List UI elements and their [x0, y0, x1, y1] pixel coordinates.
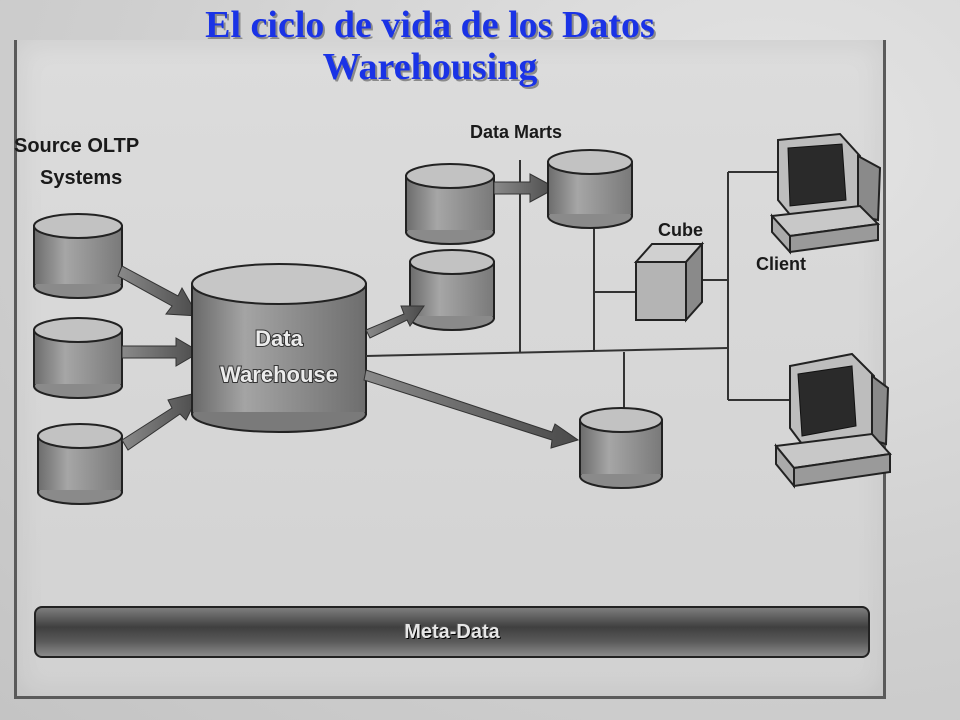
source-oltp-label-line1: Source OLTP: [14, 135, 139, 157]
data-mart-cylinder-4: [579, 407, 663, 489]
meta-data-label: Meta-Data: [404, 620, 500, 643]
data-marts-label: Data Marts: [470, 122, 562, 142]
source-to-warehouse-arrow-3: [121, 391, 201, 451]
source-database-2: [33, 317, 123, 399]
diagram-frame: [14, 40, 886, 699]
cube-label: Cube: [658, 220, 703, 240]
data-warehouse-label-line1: Data: [255, 326, 303, 351]
source-database-1: [33, 213, 123, 299]
data-mart-cylinder-3: [409, 249, 495, 331]
olap-cube: [633, 241, 705, 323]
data-mart-cylinder-2: [547, 149, 633, 229]
data-warehouse-label-line2: Warehouse: [220, 362, 338, 387]
source-to-warehouse-arrow-1: [117, 265, 199, 317]
warehouse-to-mart-arrow: [365, 305, 425, 339]
client-computer-1: [769, 132, 882, 255]
client-label: Client: [756, 254, 806, 274]
source-database-3: [37, 423, 123, 505]
meta-data-bar: Meta-Data: [34, 606, 870, 658]
data-mart-arrow-top: [493, 173, 558, 203]
slide-title: El ciclo de vida de los Datos Warehousin…: [80, 4, 780, 88]
source-oltp-label-line2: Systems: [40, 167, 122, 189]
source-to-warehouse-arrow-2: [121, 337, 201, 367]
client-computer-2: [774, 352, 892, 489]
data-mart-cylinder-1: [405, 163, 495, 245]
title-line-2: Warehousing: [322, 46, 538, 88]
title-line-1: El ciclo de vida de los Datos: [205, 4, 655, 46]
data-warehouse-cylinder: [191, 263, 367, 433]
warehouse-to-bottom-mart-arrow: [363, 369, 580, 449]
